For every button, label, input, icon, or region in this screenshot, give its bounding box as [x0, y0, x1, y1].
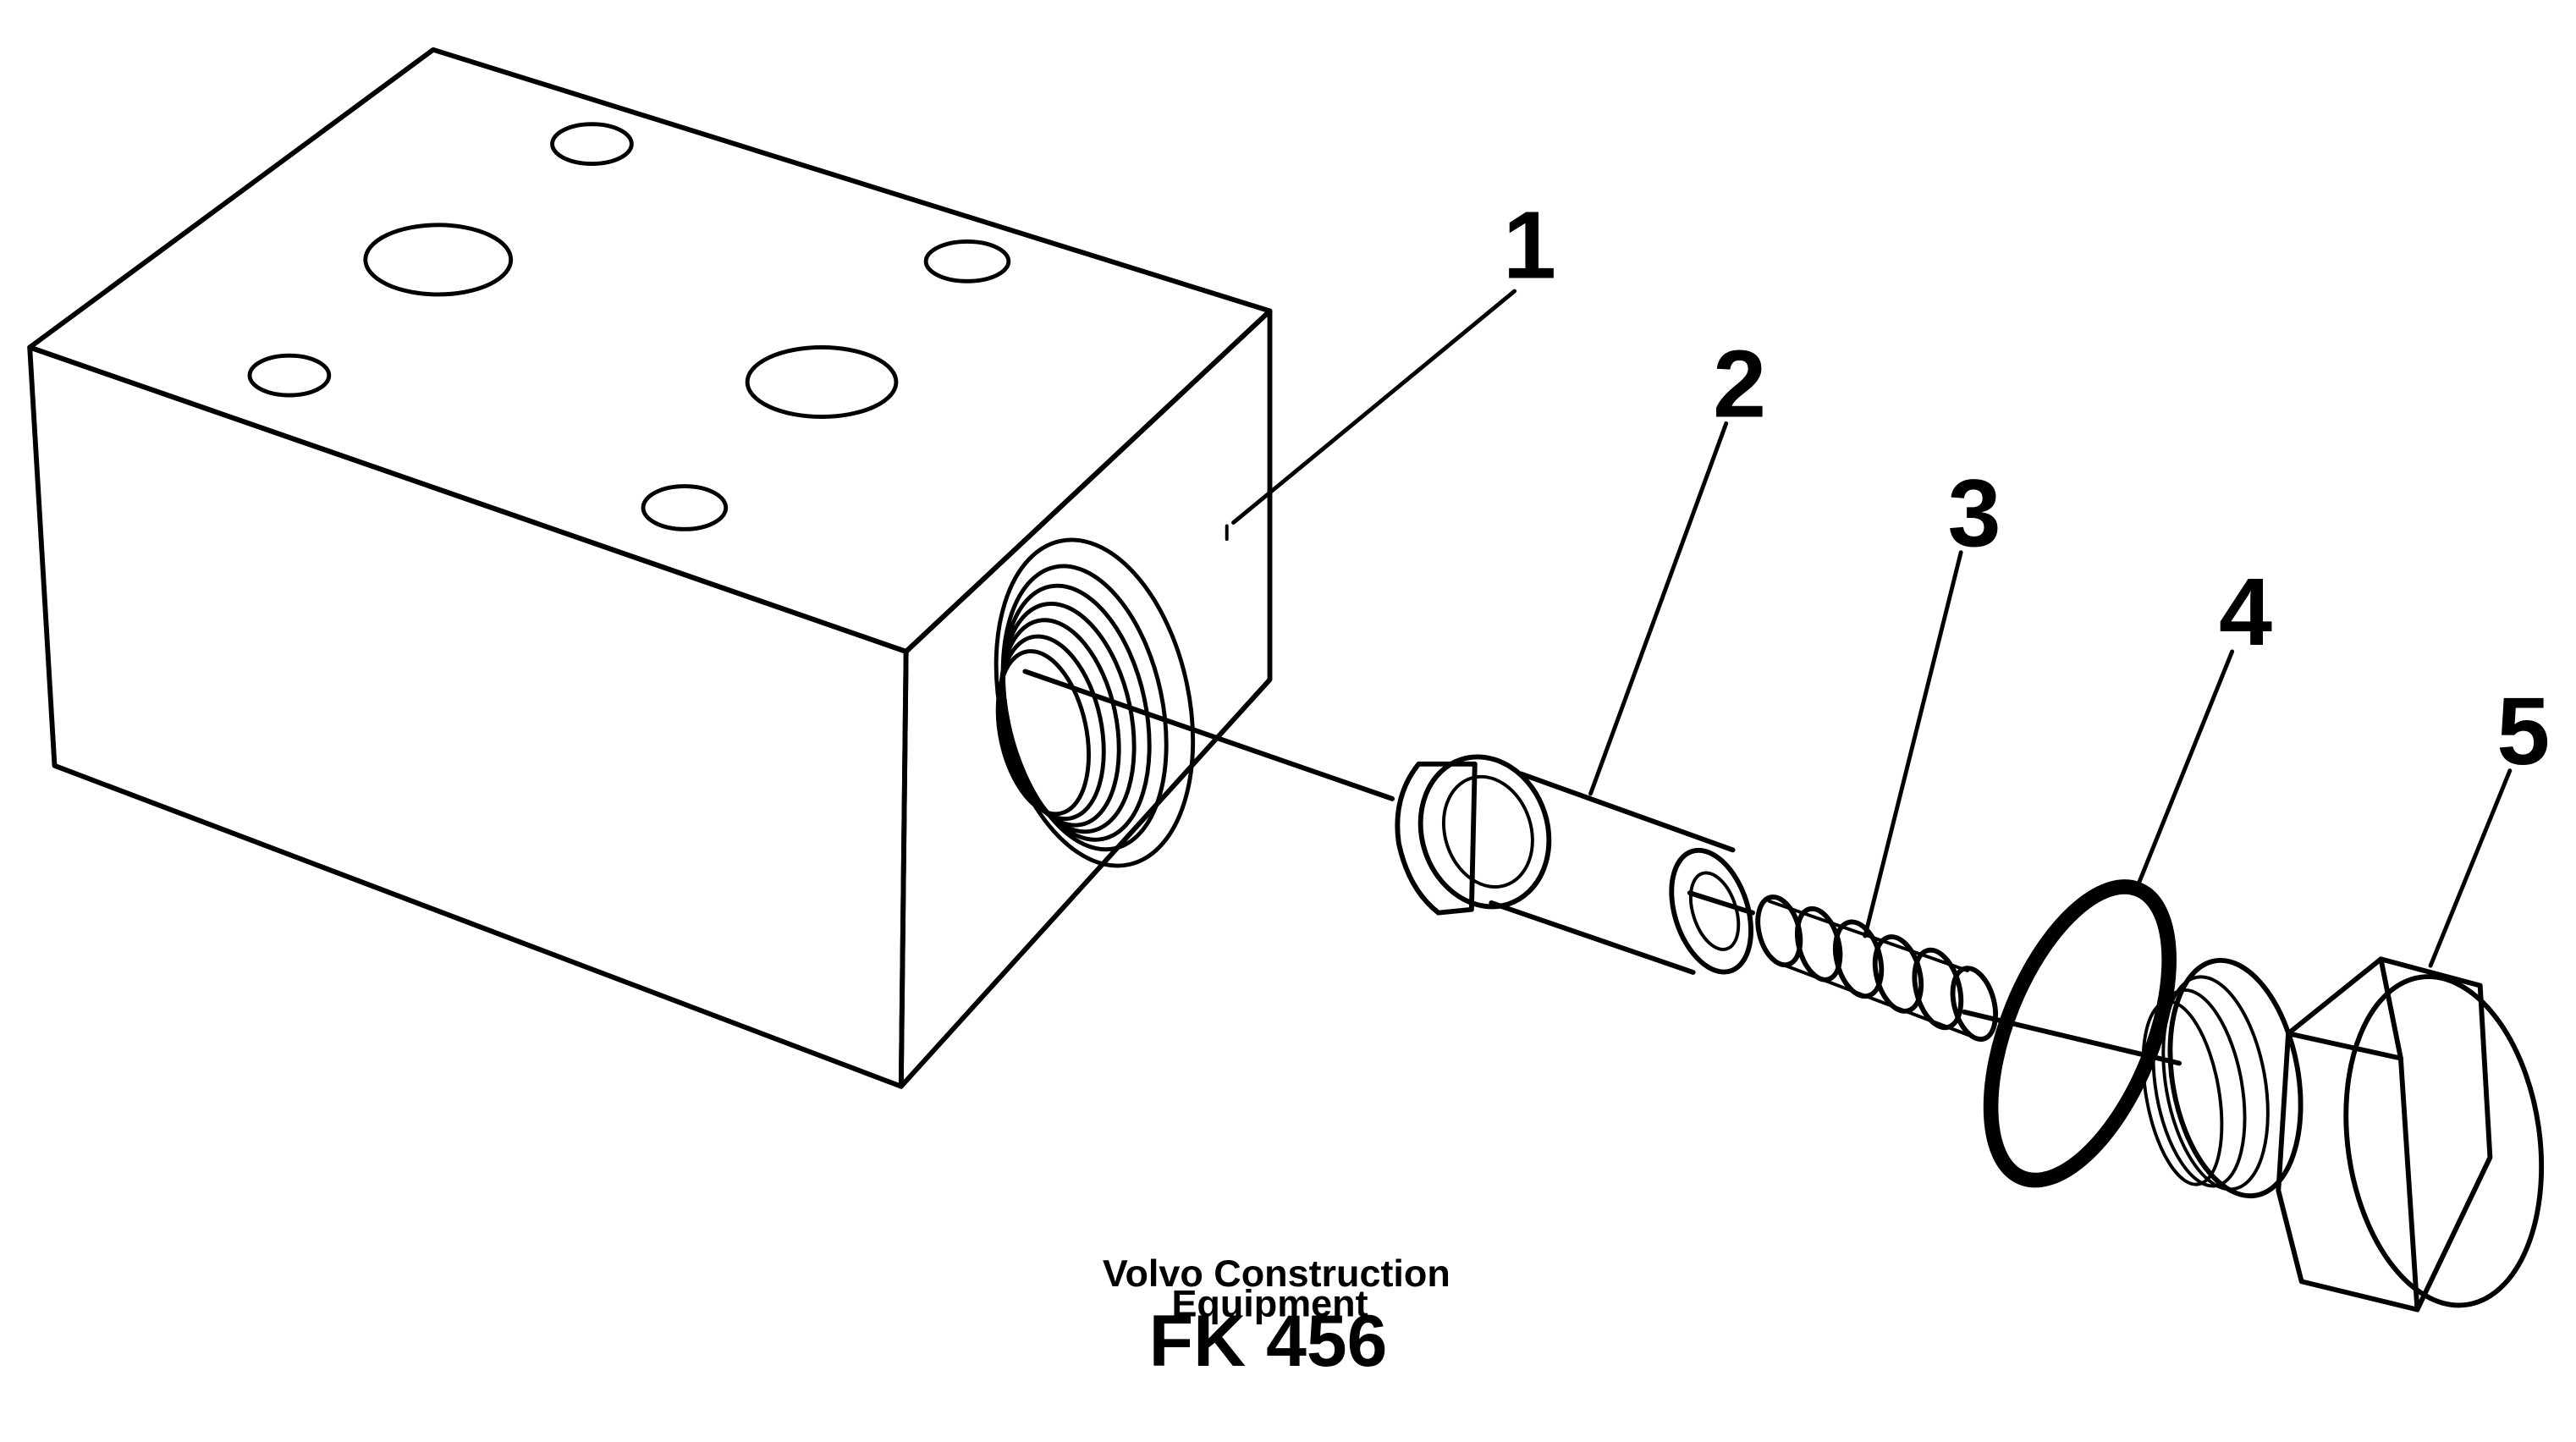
callout-3: 3	[1948, 460, 2001, 567]
leader-line-5	[2428, 768, 2513, 968]
housing-front-face	[27, 344, 909, 1089]
poppet-rear-end	[1669, 847, 1753, 975]
plug-hex-head	[2276, 956, 2493, 1313]
valve-housing	[27, 47, 1273, 1089]
leader-line-2	[1588, 421, 1729, 796]
spring	[1755, 894, 1998, 1042]
caption: Volvo Construction Equipment FK 456	[1103, 1252, 1450, 1382]
plug	[2141, 956, 2545, 1313]
leader-line-3	[1863, 550, 1963, 938]
figure-code: FK 456	[1149, 1301, 1388, 1382]
callout-4: 4	[2219, 559, 2272, 666]
plug-end-face	[2343, 974, 2545, 1308]
housing-threaded-bore	[994, 537, 1196, 868]
valve-poppet	[1395, 754, 1753, 975]
callout-5: 5	[2496, 678, 2550, 785]
poppet-nose	[1395, 761, 1478, 916]
callout-2: 2	[1713, 331, 1766, 438]
callout-1: 1	[1503, 191, 1556, 299]
leader-line-1	[1231, 289, 1517, 525]
leader-line-4	[2133, 649, 2235, 892]
housing-ports	[247, 122, 1011, 531]
caption-company-line1: Volvo Construction	[1103, 1252, 1450, 1295]
caption-company-line2: Equipment	[1171, 1281, 1368, 1324]
poppet-head	[1417, 754, 1552, 910]
plug-thread	[2167, 957, 2304, 1199]
leader-lines	[1231, 289, 2513, 968]
housing-right-face	[898, 308, 1273, 1089]
callout-labels: 1 2 3 4 5	[1503, 191, 2550, 784]
